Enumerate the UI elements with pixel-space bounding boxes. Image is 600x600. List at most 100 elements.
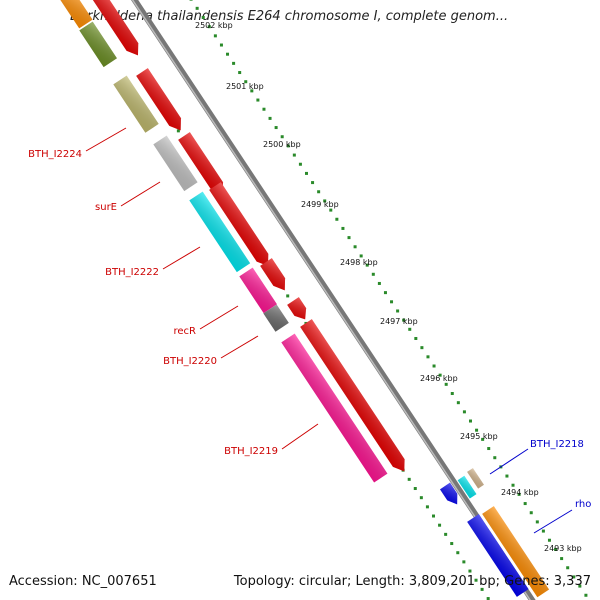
scale-dot <box>529 511 533 515</box>
label-leader-line <box>489 448 529 475</box>
cds-forward-feature[interactable] <box>287 297 311 323</box>
scale-dot <box>419 496 423 500</box>
scale-dot <box>311 181 315 185</box>
scale-dot <box>402 318 406 322</box>
scale-dot <box>329 208 333 212</box>
scale-dot <box>213 34 217 38</box>
kbp-tick-label: 2496 kbp <box>420 374 458 383</box>
scale-dot <box>365 263 369 267</box>
gene-features <box>59 0 550 598</box>
gene-name-label[interactable]: rho <box>575 499 591 510</box>
kbp-tick-label: 2499 kbp <box>301 200 339 209</box>
scale-dot <box>450 542 454 546</box>
gene-feature[interactable] <box>239 267 277 314</box>
scale-dot <box>219 43 223 47</box>
scale-dot <box>201 16 205 20</box>
scale-dot <box>456 551 460 555</box>
gene-name-label[interactable]: BTH_I2219 <box>224 446 278 457</box>
gene-name-label[interactable]: BTH_I2224 <box>28 149 82 160</box>
kbp-tick-label: 2497 kbp <box>380 317 418 326</box>
cds-forward-feature[interactable] <box>178 132 228 198</box>
gene-feature[interactable] <box>439 482 462 508</box>
scale-dot <box>426 355 430 359</box>
gene-name-label[interactable]: BTH_I2220 <box>163 356 217 367</box>
gene-feature[interactable] <box>263 304 289 332</box>
gene-feature[interactable] <box>189 191 251 273</box>
scale-dot <box>390 300 394 304</box>
scale-dot <box>413 487 417 491</box>
scale-dot <box>268 116 272 120</box>
scale-dot <box>535 520 539 524</box>
scale-dot <box>584 593 588 597</box>
label-leader-line <box>220 335 259 359</box>
scale-dot <box>456 401 460 405</box>
scale-dot <box>541 529 545 533</box>
cds-forward-feature[interactable] <box>90 0 144 59</box>
gene-feature[interactable] <box>467 468 484 489</box>
scale-dot <box>474 578 478 582</box>
map-title: Burkholderia thailandensis E264 chromoso… <box>70 9 509 24</box>
cds-forward-feature[interactable] <box>209 182 274 270</box>
scale-dot <box>566 566 570 570</box>
label-leader-line <box>85 127 127 152</box>
scale-dot <box>232 61 236 65</box>
scale-dot <box>487 447 491 451</box>
gene-name-label[interactable]: BTH_I2218 <box>530 439 584 450</box>
scale-dot <box>353 245 357 249</box>
scale-dot <box>438 523 442 527</box>
scale-dot <box>475 428 479 432</box>
gene-name-label[interactable]: recR <box>174 326 197 337</box>
scale-dot <box>359 254 363 258</box>
scale-dot <box>286 144 290 148</box>
scale-dot <box>323 199 327 203</box>
topology-summary: Topology: circular; Length: 3,809,201 bp… <box>233 574 591 589</box>
gene-feature[interactable] <box>482 506 550 598</box>
cds-forward-feature[interactable] <box>136 68 186 134</box>
gene-feature[interactable] <box>457 475 477 499</box>
scale-dot <box>280 135 284 139</box>
kbp-tick-label: 2501 kbp <box>226 82 264 91</box>
backbone <box>131 0 536 600</box>
scale-dot <box>274 126 278 130</box>
kbp-tick-label: 2500 kbp <box>263 140 301 149</box>
gene-feature[interactable] <box>281 333 388 483</box>
scale-dot <box>444 532 448 536</box>
scale-dot <box>238 71 242 75</box>
scale-dot <box>462 560 466 564</box>
gene-name-label[interactable]: BTH_I2222 <box>105 267 159 278</box>
scale-dot <box>396 309 400 313</box>
scale-dot <box>226 52 230 56</box>
scale-dot <box>176 129 180 133</box>
gene-name-label[interactable]: surE <box>95 202 117 213</box>
scale-dot <box>578 584 582 588</box>
scale-dot <box>335 217 339 221</box>
scale-dot <box>298 162 302 166</box>
scale-dot <box>383 291 387 295</box>
label-leader-line <box>162 246 201 270</box>
label-leader-line <box>533 509 573 534</box>
scale-dot <box>371 272 375 276</box>
kbp-tick-label: 2494 kbp <box>501 488 539 497</box>
scale-dot <box>425 505 429 509</box>
scale-dot <box>511 483 515 487</box>
scale-dot <box>486 597 490 600</box>
scale-dot <box>407 477 411 481</box>
scale-dot <box>547 538 551 542</box>
gene-feature[interactable] <box>153 135 198 192</box>
scale-dot <box>414 336 418 340</box>
gene-labels: BTH_I2224 surE BTH_I2222 recR BTH_I2220BTH_I… <box>28 127 591 534</box>
scale-dot <box>432 364 436 368</box>
cds-forward-feature[interactable] <box>260 258 290 294</box>
gene-feature[interactable] <box>113 75 159 133</box>
accession-text: Accession: NC_007651 <box>9 574 157 589</box>
gene-feature[interactable] <box>79 21 117 68</box>
scale-dot <box>450 392 454 396</box>
scale-dot <box>377 281 381 285</box>
gene-feature[interactable] <box>59 0 93 29</box>
scale-dot <box>347 236 351 240</box>
gene-feature[interactable] <box>467 514 529 597</box>
scale-dot <box>572 575 576 579</box>
cds-forward-feature[interactable] <box>300 319 410 475</box>
